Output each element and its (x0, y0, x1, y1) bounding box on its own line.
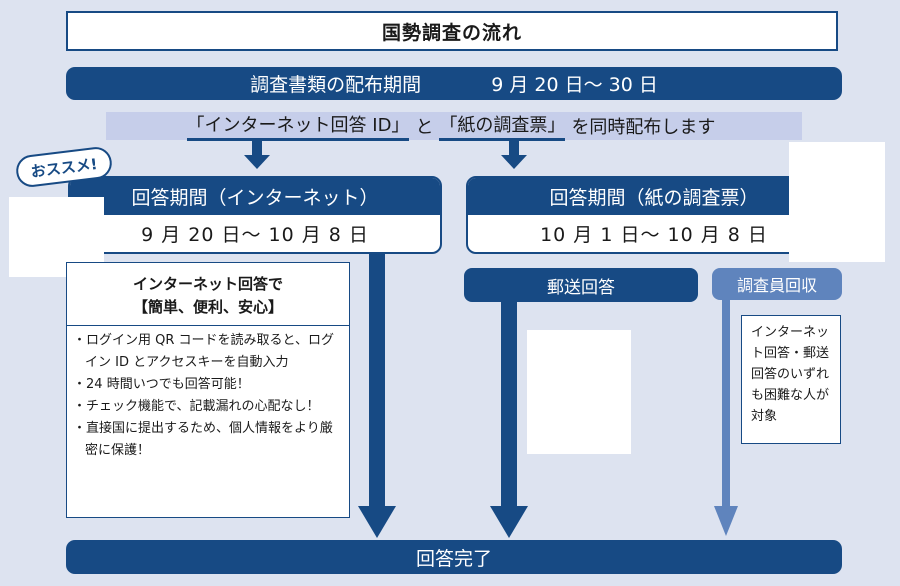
collector-pill: 調査員回収 (712, 268, 842, 300)
arrow-down-icon (501, 155, 527, 169)
benefits-list: ログイン用 QR コードを読み取ると、ログイン ID とアクセスキーを自動入力 … (67, 330, 349, 462)
arrow-down-icon (490, 506, 528, 538)
distribution-dates: 9 月 20 日～ 30 日 (491, 74, 658, 96)
banner-internet-id: 「インターネット回答 ID」 (186, 111, 410, 141)
internet-answer-card: 回答期間（インターネット） 9 月 20 日～ 10 月 8 日 (68, 176, 442, 254)
distribution-period-bar: 調査書類の配布期間 9 月 20 日～ 30 日 (66, 67, 842, 100)
list-item: チェック機能で、記載漏れの心配なし！ (71, 396, 343, 418)
internet-benefits-box: インターネット回答で 【簡単、便利、安心】 ログイン用 QR コードを読み取ると… (66, 262, 350, 518)
arrow-stem-collector (722, 300, 730, 508)
banner-paper-form: 「紙の調査票」 (439, 111, 566, 141)
answer-complete-bar: 回答完了 (66, 540, 842, 574)
paper-answer-header: 回答期間（紙の調査票） (468, 178, 840, 215)
arrow-down-icon (358, 506, 396, 538)
paper-answer-card: 回答期間（紙の調査票） 10 月 1 日～ 10 月 8 日 (466, 176, 842, 254)
mail-answer-pill: 郵送回答 (464, 268, 698, 302)
distribution-banner: 「インターネット回答 ID」 と 「紙の調査票」 を同時配布します (106, 111, 802, 141)
list-item: 直接国に提出するため、個人情報をより厳密に保護！ (71, 418, 343, 462)
arrow-down-icon (714, 506, 738, 536)
arrow-stem-mail (501, 302, 517, 507)
arrow-down-icon (244, 155, 270, 169)
internet-answer-period: 9 月 20 日～ 10 月 8 日 (141, 224, 369, 246)
list-item: ログイン用 QR コードを読み取ると、ログイン ID とアクセスキーを自動入力 (71, 330, 343, 374)
arrow-stem-internet (252, 140, 262, 156)
benefits-title: インターネット回答で (132, 275, 283, 293)
blank-patch (527, 330, 631, 454)
arrow-stem-internet-complete (369, 254, 385, 507)
blank-patch (789, 142, 885, 262)
banner-connector: と (415, 117, 434, 138)
arrow-stem-paper (509, 140, 519, 156)
internet-answer-header: 回答期間（インターネット） (70, 178, 440, 215)
list-item: 24 時間いつでも回答可能！ (71, 374, 343, 396)
distribution-label: 調査書類の配布期間 (250, 74, 422, 96)
page-title: 国勢調査の流れ (66, 11, 838, 51)
collector-note: インターネット回答・郵送回答のいずれも困難な人が対象 (741, 315, 841, 444)
banner-tail: を同時配布します (571, 117, 716, 138)
benefits-subtitle: 【簡単、便利、安心】 (132, 298, 283, 316)
paper-answer-period: 10 月 1 日～ 10 月 8 日 (540, 224, 768, 246)
